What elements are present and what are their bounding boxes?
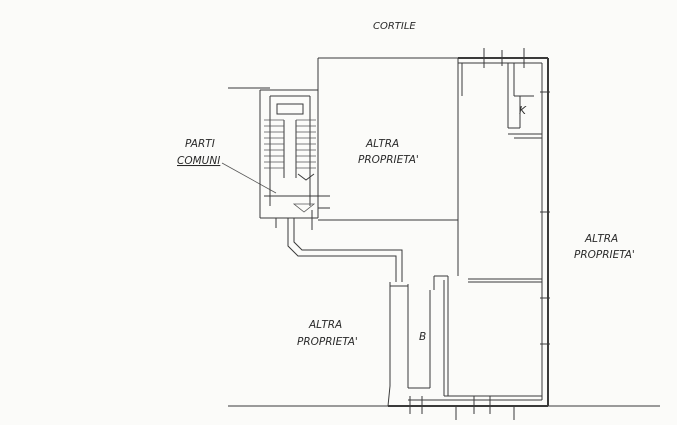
label-proprieta-right: PROPRIETA' — [574, 249, 635, 261]
label-room-k: K — [519, 105, 527, 117]
label-altra-top: ALTRA — [365, 138, 399, 150]
label-parti: PARTI — [185, 138, 215, 150]
label-cortile: CORTILE — [373, 21, 416, 32]
label-proprieta-top: PROPRIETA' — [358, 154, 419, 166]
label-altra-bottom: ALTRA — [308, 319, 342, 331]
neighbour-block-top — [317, 57, 459, 221]
leader-line — [221, 162, 277, 194]
label-proprieta-bottom: PROPRIETA' — [297, 336, 358, 348]
label-room-b: B — [419, 331, 426, 343]
stairwell — [259, 89, 330, 230]
label-altra-right: ALTRA — [584, 233, 618, 245]
label-comuni: COMUNI — [177, 155, 220, 167]
corridor — [287, 218, 403, 282]
apartment — [387, 48, 550, 420]
